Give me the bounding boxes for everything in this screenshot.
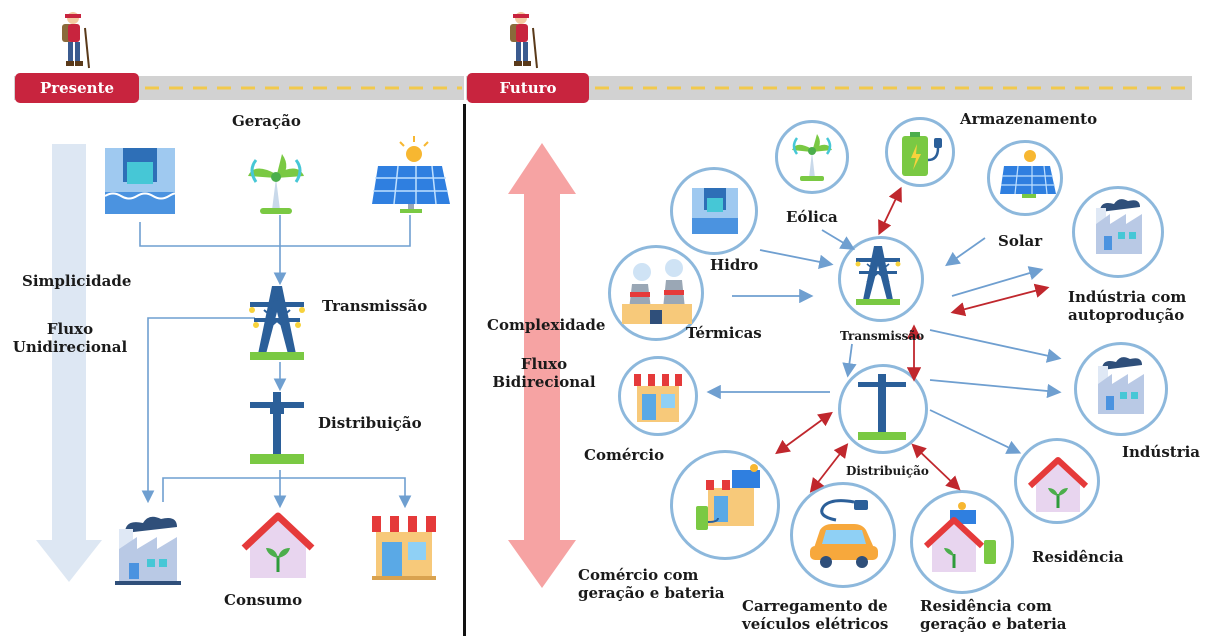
commerce-gen-label: Comércio com geração e bateria	[578, 566, 725, 602]
thermal-label: Térmicas	[686, 324, 762, 342]
present-distribution-label: Distribuição	[318, 414, 422, 432]
commerce-gen-line1: Comércio com	[578, 566, 699, 584]
future-distribution-label: Distribuição	[846, 464, 929, 478]
ev-charging-label: Carregamento de veículos elétricos	[742, 597, 888, 633]
present-transmission-label: Transmissão	[322, 297, 428, 315]
ev-line2: veículos elétricos	[742, 615, 889, 633]
shop-icon	[372, 516, 436, 580]
house-solar-battery-icon	[923, 502, 996, 572]
complexity-label: Complexidade	[487, 316, 606, 334]
solar-label: Solar	[998, 232, 1043, 250]
residence-gen-line2: geração e bateria	[920, 615, 1067, 633]
future-transmission-label: Transmissão	[840, 329, 925, 343]
factory-icon	[1096, 199, 1142, 254]
shop-solar-battery-icon	[696, 464, 760, 530]
solar-panel-icon	[1000, 150, 1056, 198]
residence-label: Residência	[1032, 548, 1124, 566]
shop-icon	[634, 374, 682, 422]
ev-line1: Carregamento de	[742, 597, 888, 615]
section-divider	[463, 104, 466, 636]
residence-gen-line1: Residência com	[920, 597, 1052, 615]
thermal-node	[608, 245, 704, 341]
consumption-label: Consumo	[224, 591, 303, 609]
distribution-pole-icon	[858, 374, 906, 440]
factory-icon	[1098, 357, 1144, 414]
industry-label: Indústria	[1122, 443, 1201, 461]
storage-label: Armazenamento	[960, 110, 1098, 128]
factory-icon	[115, 516, 181, 585]
wind-turbine-icon	[248, 154, 304, 214]
unidirectional-word: Unidirecional	[12, 338, 128, 356]
wind-label: Eólica	[786, 208, 838, 226]
bidirectional-word: Bidirecional	[492, 373, 596, 391]
commerce-label: Comércio	[584, 446, 665, 464]
wind-node	[775, 120, 849, 194]
hiker-icon-future	[510, 12, 538, 69]
hydro-dam-icon	[104, 148, 178, 214]
residence-gen-label: Residência com geração e bateria	[920, 597, 1067, 633]
house-icon	[1027, 457, 1089, 512]
hiker-icon-present	[62, 12, 90, 69]
ev-charging-icon	[810, 499, 878, 568]
battery-icon	[902, 132, 942, 176]
commerce-gen-line2: geração e bateria	[578, 584, 725, 602]
generation-title: Geração	[232, 112, 301, 130]
unidirectional-flow-label: Fluxo Unidirecional	[10, 320, 130, 356]
flow-word: Fluxo	[520, 355, 568, 373]
solar-panel-icon	[372, 136, 450, 213]
thermal-plant-icon	[622, 259, 692, 324]
transmission-tower-icon	[249, 286, 305, 360]
house-icon	[241, 512, 315, 578]
future-bidir-arrow	[508, 143, 576, 588]
industry-self-line1: Indústria com	[1068, 288, 1187, 306]
hydro-dam-icon	[692, 188, 738, 234]
transmission-tower-icon	[855, 246, 901, 305]
commerce-gen-node	[670, 450, 780, 560]
industry-self-line2: autoprodução	[1068, 306, 1185, 324]
industry-self-label: Indústria com autoprodução	[1068, 288, 1186, 324]
distribution-pole-icon	[250, 392, 304, 464]
present-down-arrow	[36, 144, 102, 582]
wind-turbine-icon	[792, 134, 832, 181]
bidirectional-flow-label: Fluxo Bidirecional	[484, 355, 604, 391]
present-badge: Presente	[15, 73, 139, 103]
flow-word: Fluxo	[46, 320, 94, 338]
simplicity-label: Simplicidade	[22, 272, 132, 290]
future-badge: Futuro	[467, 73, 589, 103]
hydro-label: Hidro	[710, 256, 759, 274]
